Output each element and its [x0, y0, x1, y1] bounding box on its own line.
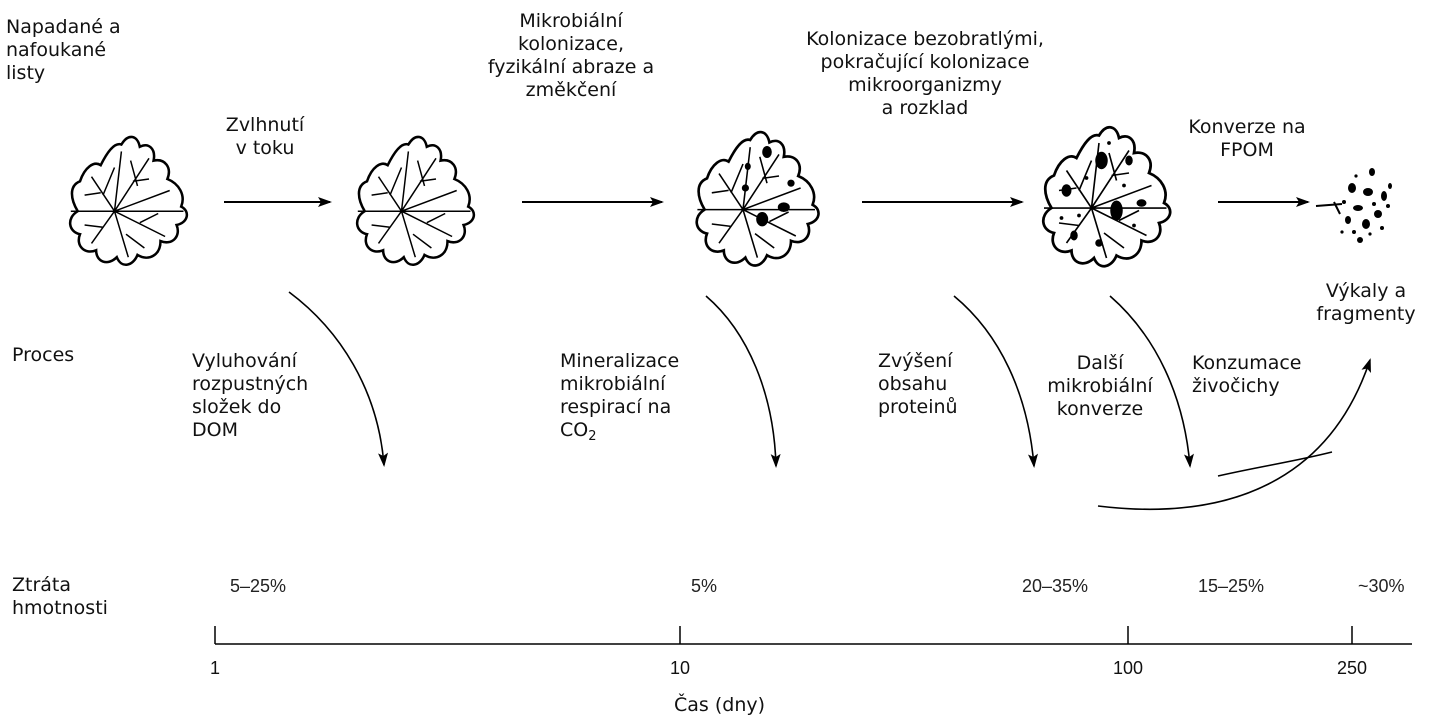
arrow-icon [706, 296, 776, 466]
mass-loss-value: ~30% [1358, 576, 1405, 597]
leaf-icon [1043, 127, 1170, 266]
mass-loss-value: 15–25% [1198, 576, 1264, 597]
axis-title: Čas (dny) [674, 694, 765, 717]
process-label: Další mikrobiální konverze [1020, 352, 1180, 421]
process-label: Mineralizace mikrobiální respirací na CO… [560, 350, 679, 448]
mass-loss-row-label: Ztráta hmotnosti [12, 574, 108, 620]
stage-label: Napadané a nafoukané listy [6, 16, 121, 85]
stage-label: Kolonizace bezobratlými, pokračující kol… [740, 28, 1110, 120]
process-label: Vyluhování rozpustných složek do DOM [192, 350, 308, 442]
stage-label: Mikrobiální kolonizace, fyzikální abraze… [446, 10, 696, 102]
axis-tick-label: 10 [670, 658, 690, 679]
leaf-icon [70, 137, 187, 265]
stage-label: Výkaly a fragmenty [1296, 280, 1436, 326]
mass-loss-value: 5–25% [230, 576, 286, 597]
process-label: Zvýšení obsahu proteinů [878, 350, 958, 419]
axis-tick-label: 100 [1113, 658, 1143, 679]
stage-label: Zvlhnutí v toku [200, 114, 330, 160]
axis-tick-label: 250 [1337, 658, 1367, 679]
time-axis [215, 626, 1412, 644]
stage-label: Konverze na FPOM [1162, 116, 1332, 162]
leaf-icon [697, 132, 819, 265]
axis-tick-label: 1 [210, 658, 220, 679]
co2-formula: CO2 [560, 419, 597, 441]
arrow-icon [1218, 452, 1332, 476]
leaf-icon [357, 137, 474, 265]
mass-loss-value: 20–35% [1022, 576, 1088, 597]
fragments-icon [1316, 168, 1392, 243]
mass-loss-value: 5% [691, 576, 717, 597]
process-row-label: Proces [12, 344, 74, 367]
process-label: Konzumace živočichy [1192, 352, 1301, 398]
